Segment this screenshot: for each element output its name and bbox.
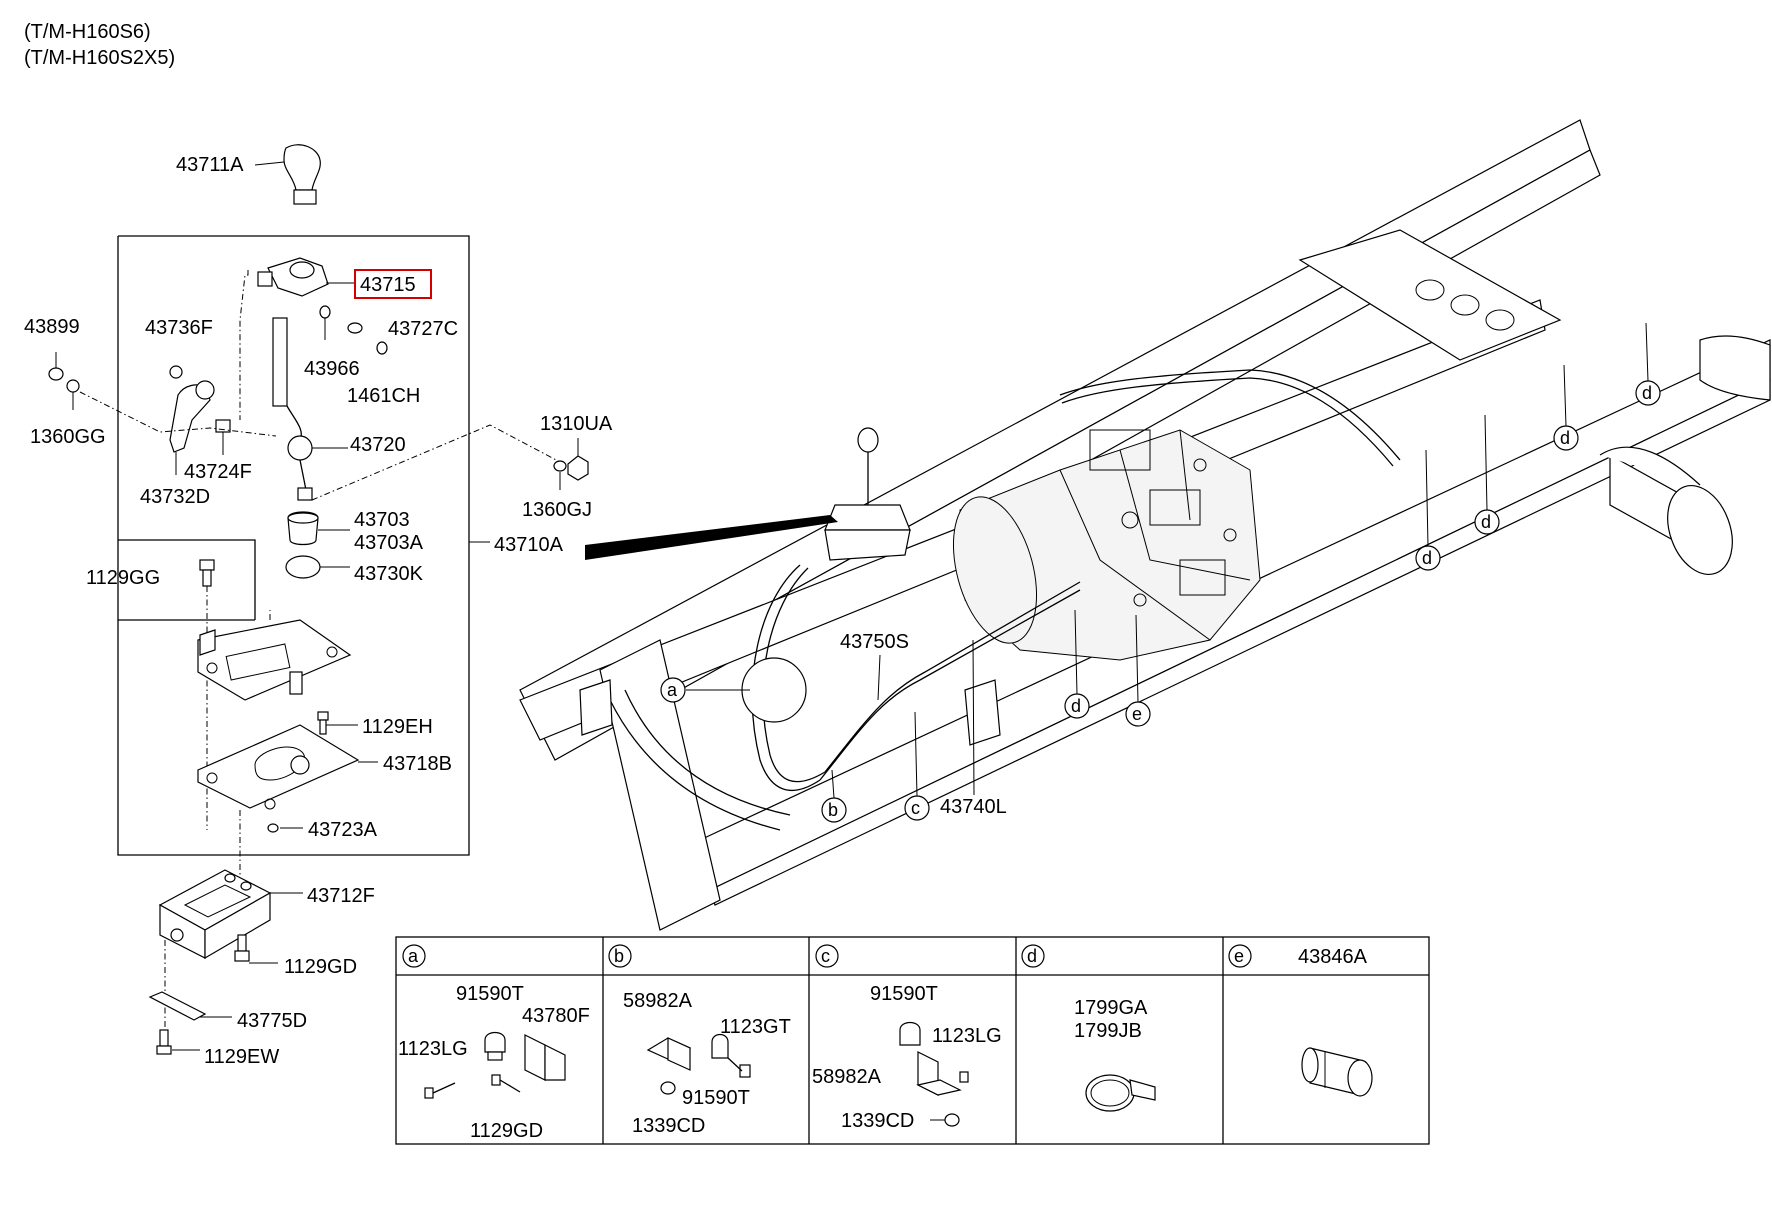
label-43736F: 43736F: [145, 317, 213, 339]
col-a-part-1: 91590T: [456, 983, 524, 1005]
dashed-leader-lever: [79, 391, 277, 437]
transmission-assembly: [952, 429, 1261, 661]
model-line-1: (T/M-H160S6): [24, 21, 151, 43]
col-b-part-3: 91590T: [682, 1087, 750, 1109]
shift-rod: [272, 317, 348, 501]
label-1310UA: 1310UA: [540, 413, 613, 435]
label-43750S: 43750S: [840, 631, 909, 653]
shift-knob: [254, 144, 321, 205]
col-c-letter: c: [821, 946, 830, 966]
small-hardware-top: [48, 305, 388, 410]
col-a-letter: a: [408, 946, 419, 966]
shift-cables: [751, 369, 1401, 791]
label-43715: 43715: [360, 274, 416, 296]
highlight-box-43715: [354, 269, 432, 299]
detail-zoom-circle: [741, 657, 807, 723]
label-43740L: 43740L: [940, 796, 1007, 818]
col-c-drawing: [899, 1021, 969, 1127]
label-43724F: 43724F: [184, 461, 252, 483]
label-43711A: 43711A: [176, 154, 244, 176]
svg-text:d: d: [1481, 512, 1491, 532]
label-43712F: 43712F: [307, 885, 375, 907]
fuel-tank: [1599, 446, 1733, 576]
label-43718B: 43718B: [383, 753, 452, 775]
col-b-part-1: 58982A: [623, 990, 693, 1012]
marker-a: [660, 677, 686, 703]
bracket-43712F: [158, 869, 303, 1040]
label-43703: 43703: [354, 509, 410, 531]
svg-text:d: d: [1560, 428, 1570, 448]
col-b-part-2: 1123GT: [720, 1016, 791, 1038]
col-d-part-1: 1799GA: [1074, 997, 1148, 1019]
col-d-part-2: 1799JB: [1074, 1020, 1142, 1042]
bushing: [287, 511, 350, 546]
ref-markers: a b c d e d d d d: [660, 322, 1661, 823]
label-1129EW: 1129EW: [204, 1046, 279, 1068]
label-1129GD: 1129GD: [284, 956, 357, 978]
col-e-letter: e: [1234, 946, 1244, 966]
col-c-part-4: 1339CD: [841, 1110, 914, 1132]
nut-and-washer: [553, 438, 589, 490]
callout-labels: 43711A 43715 43727C 43966 1461CH 43899 4…: [24, 154, 1007, 1068]
svg-text:e: e: [1132, 704, 1142, 724]
strip-43775D: [148, 991, 207, 1021]
svg-text:d: d: [1071, 696, 1081, 716]
col-a-part-4: 1129GD: [470, 1120, 543, 1142]
label-1360GJ: 1360GJ: [522, 499, 592, 521]
model-line-2: (T/M-H160S2X5): [24, 47, 175, 69]
svg-text:c: c: [911, 798, 920, 818]
label-1461CH: 1461CH: [347, 385, 420, 407]
label-43703A: 43703A: [354, 532, 424, 554]
lower-plate: [197, 724, 378, 810]
label-1129EH: 1129EH: [362, 716, 433, 738]
col-b-drawing: [646, 1033, 751, 1095]
col-d-letter: d: [1027, 946, 1037, 966]
svg-text:a: a: [667, 680, 678, 700]
label-1129GG: 1129GG: [86, 567, 160, 589]
col-a-part-3: 1123LG: [398, 1038, 468, 1060]
detail-table: a b c d e 43846A 91590T 43780F 1123LG 11…: [395, 936, 1430, 1145]
col-c-part-2: 1123LG: [932, 1025, 1002, 1047]
o-ring: [285, 555, 321, 579]
label-43899: 43899: [24, 316, 80, 338]
svg-text:d: d: [1422, 548, 1432, 568]
exploded-box: [117, 235, 470, 856]
label-43732D: 43732D: [140, 486, 210, 508]
label-1360GG: 1360GG: [30, 426, 106, 448]
label-43720: 43720: [350, 434, 406, 456]
shift-boot: [257, 257, 355, 297]
col-b-part-4: 1339CD: [632, 1115, 705, 1137]
upper-plate: [197, 610, 352, 701]
nut-43723A: [267, 823, 279, 833]
pointer-arrow: [585, 515, 838, 560]
label-43775D: 43775D: [237, 1010, 307, 1032]
col-a-drawing: [424, 1031, 566, 1099]
col-e-sensor: [1301, 1047, 1373, 1097]
col-c-part-3: 58982A: [812, 1066, 882, 1088]
col-e-part: 43846A: [1298, 946, 1368, 968]
bolt-1129EH: [317, 711, 358, 735]
col-a-part-2: 43780F: [522, 1005, 590, 1027]
bolt-1129GD: [234, 934, 278, 964]
col-d-clamp: [1085, 1074, 1156, 1112]
label-43710A: 43710A: [494, 534, 564, 556]
svg-text:b: b: [828, 800, 838, 820]
dashed-leader-1310: [311, 424, 561, 501]
svg-text:d: d: [1642, 383, 1652, 403]
bolt-1129GG: [199, 559, 215, 830]
col-c-part-1: 91590T: [870, 983, 938, 1005]
label-43723A: 43723A: [308, 819, 378, 841]
shift-lever-in-vehicle: [824, 427, 911, 561]
label-43966: 43966: [304, 358, 360, 380]
dashed-leader-rod: [239, 270, 249, 420]
col-b-letter: b: [614, 946, 624, 966]
label-43727C: 43727C: [388, 318, 458, 340]
label-43730K: 43730K: [354, 563, 424, 585]
bolt-1129EW: [156, 1029, 200, 1055]
